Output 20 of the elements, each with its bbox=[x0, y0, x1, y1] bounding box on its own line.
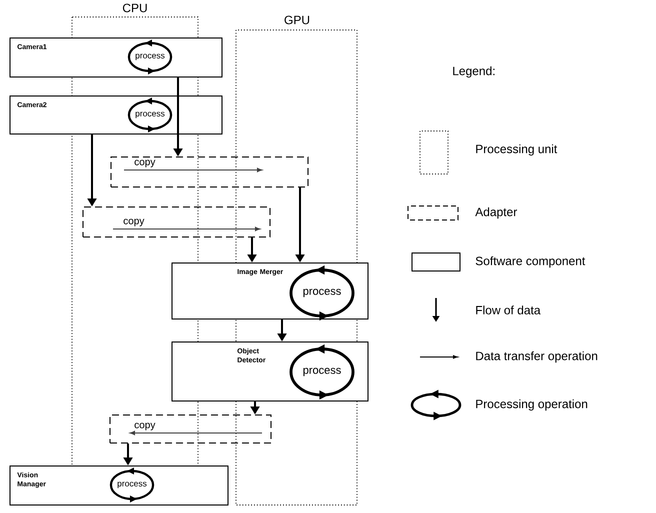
transfer-arrow bbox=[124, 168, 262, 172]
process-cycle: process bbox=[290, 344, 354, 400]
legend-text: Processing operation bbox=[476, 399, 588, 411]
legend-text: Software component bbox=[476, 256, 586, 268]
transfer-arrow bbox=[130, 430, 262, 436]
adapter-box: copy bbox=[82, 206, 270, 238]
legend-title: Legend: bbox=[453, 66, 494, 78]
unit-heading: CPU bbox=[122, 4, 147, 12]
adapter-box: copy bbox=[110, 156, 308, 188]
legend-text: Data transfer operation bbox=[476, 351, 598, 363]
adapter-box: copy bbox=[110, 414, 272, 444]
legend-text: Adapter bbox=[475, 207, 518, 219]
legend-text: Processing unit bbox=[476, 144, 558, 156]
legend-text: Flow of data bbox=[476, 306, 541, 314]
process-cycle: process bbox=[110, 468, 154, 502]
process-cycle: process bbox=[128, 40, 172, 74]
unit-heading: GPU bbox=[284, 16, 310, 24]
process-cycle: process bbox=[128, 98, 172, 132]
process-cycle: process bbox=[290, 265, 354, 321]
transfer-arrow bbox=[113, 226, 260, 232]
